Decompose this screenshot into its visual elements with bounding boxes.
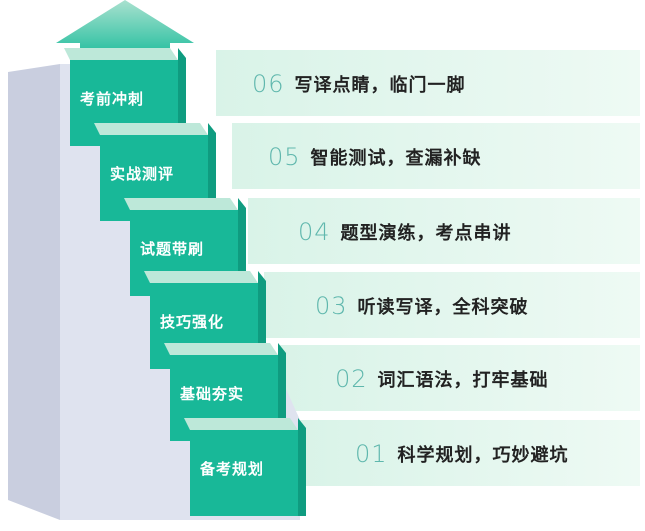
- stage-slogan: 听读写译，全科突破: [357, 297, 529, 318]
- stage-number: 04: [298, 218, 331, 246]
- stage-number: 05: [268, 143, 301, 171]
- stage-slogan: 词汇语法，打牢基础: [377, 370, 549, 391]
- band-gap-04: [248, 264, 640, 266]
- band-text-06: 06 写译点睛，临门一脚: [252, 69, 466, 99]
- step-label-01: 备考规划: [200, 460, 265, 478]
- step-top-06: [64, 48, 178, 60]
- band-01: [300, 420, 640, 486]
- step-label-06: 考前冲刺: [80, 90, 145, 108]
- stage-number: 03: [315, 292, 348, 320]
- band-02: [280, 345, 640, 411]
- step-side-02: [278, 343, 286, 441]
- stage-slogan: 科学规划，巧妙避坑: [397, 445, 569, 466]
- stage-slogan: 智能测试，查漏补缺: [310, 148, 482, 169]
- step-top-05: [94, 123, 208, 135]
- step-label-05: 实战测评: [110, 165, 175, 183]
- band-text-04: 04 题型演练，考点串讲: [298, 217, 512, 247]
- step-side-05: [208, 123, 216, 221]
- step-top-01: [184, 418, 298, 430]
- stage-number: 01: [355, 440, 388, 468]
- step-top-02: [164, 343, 278, 355]
- step-top-04: [124, 198, 238, 210]
- step-top-03: [144, 271, 258, 283]
- band-06: [216, 50, 640, 116]
- arrow-up-icon: [56, 0, 194, 48]
- band-04: [248, 198, 640, 264]
- band-03: [264, 272, 640, 338]
- band-gap-03: [264, 338, 640, 340]
- step-label-04: 试题带刷: [140, 240, 205, 258]
- stair-left-side: [8, 64, 60, 520]
- band-gap-05: [232, 189, 640, 191]
- step-label-03: 技巧强化: [160, 313, 225, 331]
- step-front-01: [190, 430, 298, 516]
- step-side-01: [298, 418, 306, 516]
- band-gap-01: [300, 486, 640, 488]
- step-label-02: 基础夯实: [180, 385, 245, 403]
- band-gap-06: [216, 116, 640, 118]
- step-side-06: [178, 48, 186, 146]
- band-gap-02: [280, 411, 640, 413]
- band-text-01: 01 科学规划，巧妙避坑: [355, 439, 569, 469]
- stage-number: 06: [252, 70, 285, 98]
- band-text-02: 02 词汇语法，打牢基础: [335, 364, 549, 394]
- stage-slogan: 写译点睛，临门一脚: [294, 75, 466, 96]
- band-05: [232, 123, 640, 189]
- stage-number: 02: [335, 365, 368, 393]
- stage-slogan: 题型演练，考点串讲: [340, 223, 512, 244]
- band-text-05: 05 智能测试，查漏补缺: [268, 142, 482, 172]
- band-text-03: 03 听读写译，全科突破: [315, 291, 529, 321]
